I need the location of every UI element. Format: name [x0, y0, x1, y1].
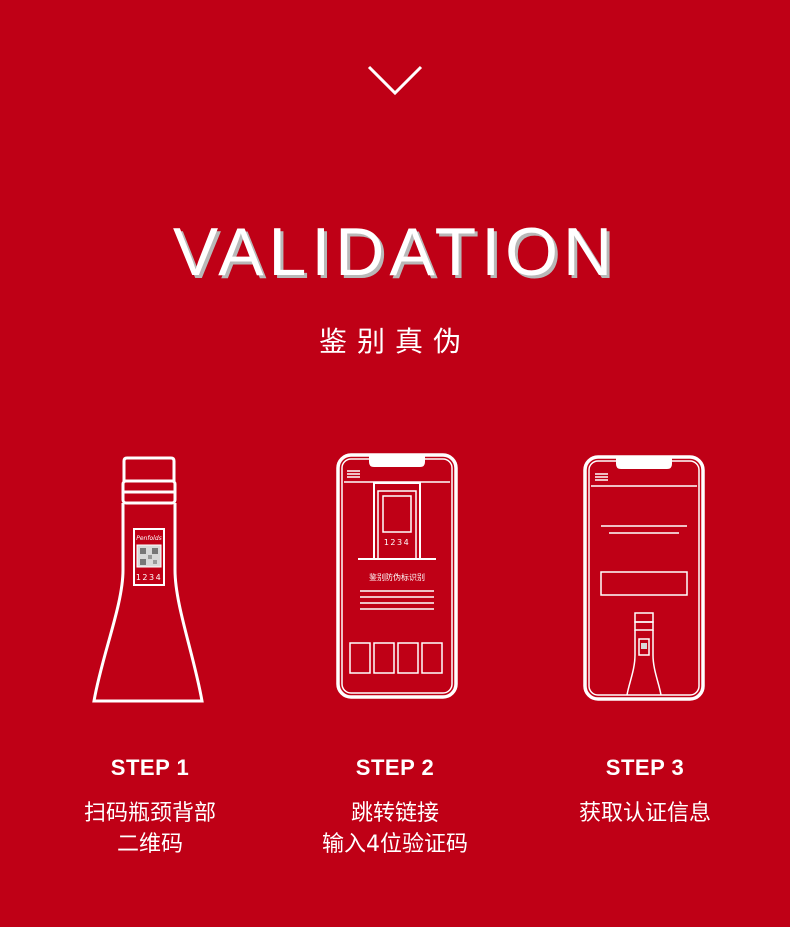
- step-3: STEP 3 获取认证信息: [530, 754, 760, 829]
- step-2-description: 跳转链接 输入4位验证码: [280, 798, 510, 860]
- step-1-description: 扫码瓶颈背部 二维码: [35, 798, 265, 860]
- menu-icon: [595, 473, 608, 481]
- step-3-desc-line-1: 获取认证信息: [578, 801, 711, 826]
- step-2-desc-line-2: 输入4位验证码: [322, 832, 468, 857]
- step-2: STEP 2 跳转链接 输入4位验证码: [280, 754, 510, 860]
- phone-info-illustration: [583, 455, 705, 701]
- step-3-description: 获取认证信息: [530, 798, 760, 829]
- step-1-desc-line-1: 扫码瓶颈背部: [83, 801, 216, 826]
- page-title: VALIDATION: [172, 214, 618, 290]
- page-subtitle: 鉴别真伪: [318, 325, 471, 358]
- bottle-code: 1234: [136, 573, 162, 582]
- phone-caption: 鉴别防伪标识别: [369, 572, 425, 582]
- step-2-label: STEP 2: [355, 755, 435, 780]
- step-2-desc-line-1: 跳转链接: [350, 801, 439, 826]
- chevron-down-icon[interactable]: [366, 64, 424, 98]
- step-3-label: STEP 3: [605, 755, 685, 780]
- bottle-illustration: Penfolds 1234: [92, 456, 204, 703]
- menu-icon: [347, 470, 360, 478]
- step-1: STEP 1 扫码瓶颈背部 二维码: [35, 754, 265, 860]
- step-1-desc-line-2: 二维码: [116, 832, 183, 857]
- bottle-label-script: Penfolds: [136, 535, 162, 542]
- step-1-label: STEP 1: [110, 755, 190, 780]
- phone-code: 1234: [384, 538, 410, 547]
- phone-code-illustration: 1234 鉴别防伪标识别: [336, 453, 458, 699]
